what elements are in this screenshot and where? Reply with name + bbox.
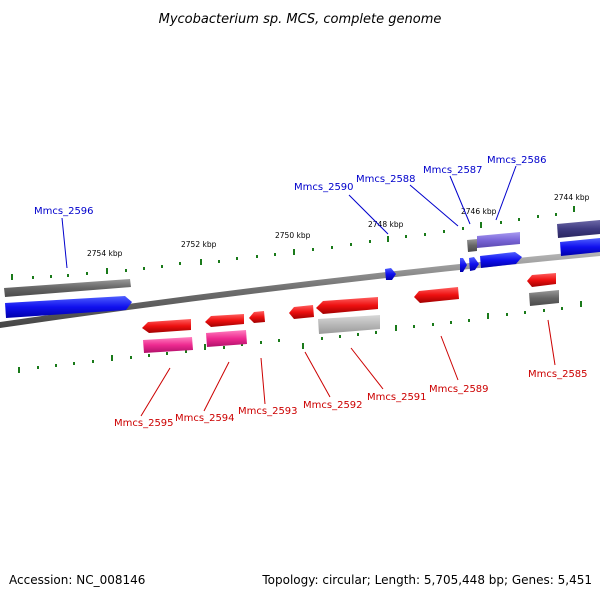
gene-label[interactable]: Mmcs_2586 — [487, 155, 547, 166]
gene-label[interactable]: Mmcs_2593 — [238, 406, 298, 417]
gene-feature-purple[interactable] — [477, 232, 520, 248]
gene-feature-darkpurple[interactable] — [557, 220, 600, 238]
gene-feature-mmcs2587[interactable] — [469, 257, 479, 271]
gene-feature-gray[interactable] — [4, 279, 131, 297]
gene-label[interactable]: Mmcs_2592 — [303, 400, 363, 411]
reverse-leader-lines — [140, 319, 556, 417]
gene-label[interactable]: Mmcs_2587 — [423, 165, 483, 176]
kbp-label: 2754 kbp — [87, 249, 123, 258]
gene-feature-gray[interactable] — [467, 239, 477, 252]
gene-feature-mmcs2590[interactable] — [385, 268, 396, 280]
gene-feature-mmcs2594[interactable] — [205, 314, 244, 327]
kbp-label: 2744 kbp — [554, 193, 590, 202]
map-title: Mycobacterium sp. MCS, complete genome — [159, 12, 442, 27]
lower-tick-track — [18, 301, 582, 373]
reverse-strand-features[interactable] — [142, 273, 559, 353]
reverse-gene-labels: Mmcs_2595 Mmcs_2594 Mmcs_2593 Mmcs_2592 … — [114, 369, 588, 429]
accession-text: Accession: NC_008146 — [9, 573, 146, 587]
gene-feature-mmcs2591[interactable] — [316, 297, 378, 314]
gene-label[interactable]: Mmcs_2591 — [367, 392, 427, 403]
gene-label[interactable]: Mmcs_2595 — [114, 418, 174, 429]
gene-feature-mmcs2593[interactable] — [249, 311, 265, 323]
upper-tick-track — [11, 206, 575, 280]
kbp-label: 2746 kbp — [461, 207, 497, 216]
gene-feature-blue[interactable] — [560, 238, 600, 256]
forward-strand-features[interactable] — [4, 220, 600, 318]
gene-feature-mmcs2588[interactable] — [460, 258, 467, 272]
forward-gene-labels: Mmcs_2596 Mmcs_2590 Mmcs_2588 Mmcs_2587 … — [34, 155, 547, 217]
kbp-scale: 2754 kbp 2752 kbp 2750 kbp 2748 kbp 2746… — [87, 193, 590, 258]
gene-feature-mmcs2586[interactable] — [480, 252, 522, 268]
kbp-label: 2752 kbp — [181, 240, 217, 249]
kbp-label: 2750 kbp — [275, 231, 311, 240]
gene-feature-lightgray[interactable] — [318, 315, 380, 334]
gene-label[interactable]: Mmcs_2594 — [175, 413, 235, 424]
gene-label[interactable]: Mmcs_2588 — [356, 174, 416, 185]
forward-leader-lines — [61, 165, 517, 269]
gene-feature-mmcs2589[interactable] — [414, 287, 459, 303]
gene-label[interactable]: Mmcs_2589 — [429, 384, 489, 395]
genome-stats-text: Topology: circular; Length: 5,705,448 bp… — [262, 573, 592, 587]
gene-feature-gray[interactable] — [529, 290, 559, 306]
gene-feature-pink[interactable] — [206, 330, 247, 347]
gene-feature-mmcs2596[interactable] — [5, 296, 132, 318]
gene-label[interactable]: Mmcs_2585 — [528, 369, 588, 380]
gene-label[interactable]: Mmcs_2590 — [294, 182, 354, 193]
kbp-label: 2748 kbp — [368, 220, 404, 229]
genome-backbone — [0, 250, 600, 328]
gene-feature-mmcs2592[interactable] — [289, 305, 314, 319]
gene-feature-mmcs2595[interactable] — [142, 319, 191, 333]
gene-feature-mmcs2585[interactable] — [527, 273, 556, 287]
gene-feature-pink[interactable] — [143, 337, 193, 353]
gene-label[interactable]: Mmcs_2596 — [34, 206, 94, 217]
